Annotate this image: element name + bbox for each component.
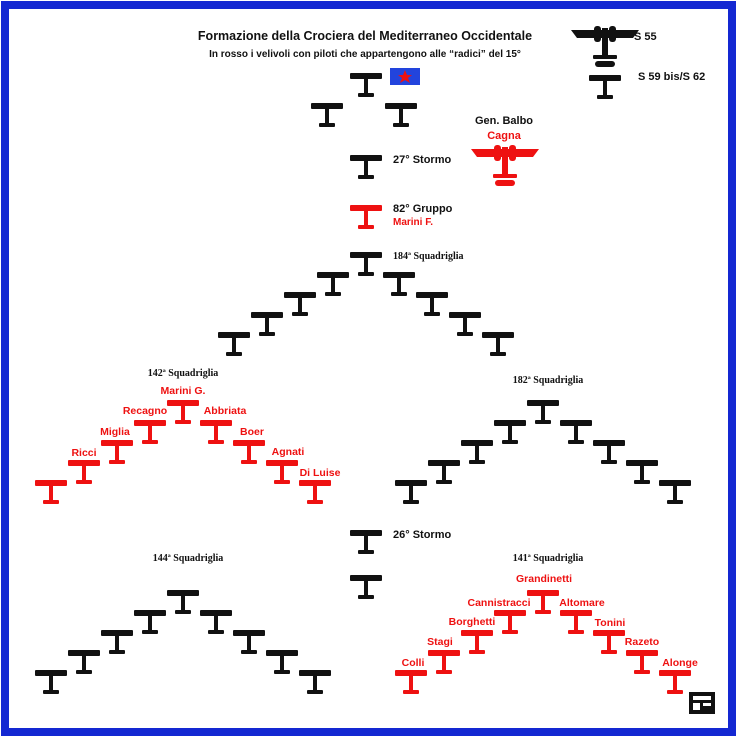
seaplane-icon xyxy=(218,332,250,356)
seaplane-icon xyxy=(350,530,382,554)
seaplane-icon xyxy=(299,480,331,504)
seaplane-icon xyxy=(449,312,481,336)
pilot-label: Borghetti xyxy=(449,616,496,628)
sq141-label: 141ª Squadriglia xyxy=(513,553,584,564)
gruppo-82-pilot: Marini F. xyxy=(393,217,433,228)
seaplane-icon xyxy=(626,460,658,484)
seaplane-icon xyxy=(350,575,382,599)
pilot-label: Colli xyxy=(402,657,425,669)
seaplane-icon xyxy=(35,480,67,504)
seaplane-icon xyxy=(35,670,67,694)
seaplane-icon xyxy=(200,610,232,634)
legend-s55-label: S 55 xyxy=(634,31,657,43)
commander-label: Gen. Balbo xyxy=(475,115,533,127)
pilot-label: Alonge xyxy=(662,657,698,669)
pilot-label: Agnati xyxy=(272,446,305,458)
seaplane-icon xyxy=(167,590,199,614)
seaplane-icon xyxy=(350,73,382,97)
seaplane-icon xyxy=(233,630,265,654)
seaplane-icon xyxy=(482,332,514,356)
seaplane-icon xyxy=(350,155,382,179)
seaplane-icon xyxy=(134,610,166,634)
seaplane-icon xyxy=(317,272,349,296)
legend-s59-label: S 59 bis/S 62 xyxy=(638,71,705,83)
logo-icon xyxy=(689,692,715,714)
pilot-label: Tonini xyxy=(595,617,626,629)
seaplane-icon xyxy=(101,630,133,654)
seaplane-icon xyxy=(134,420,166,444)
gruppo-82-label: 82° Gruppo xyxy=(393,203,453,215)
diagram-title: Formazione della Crociera del Mediterran… xyxy=(198,29,532,43)
diagram-subtitle: In rosso i velivoli con piloti che appar… xyxy=(209,49,521,60)
pilot-label: Grandinetti xyxy=(516,573,572,585)
pilot-label: Recagno xyxy=(123,405,167,417)
seaplane-icon xyxy=(350,252,382,276)
pilot-label: Razeto xyxy=(625,636,659,648)
pilot-label: Marini G. xyxy=(161,385,206,397)
seaplane-icon xyxy=(527,590,559,614)
seaplane-icon xyxy=(200,420,232,444)
seaplane-icon xyxy=(461,630,493,654)
seaplane-icon xyxy=(101,440,133,464)
seaplane-icon xyxy=(593,440,625,464)
sq182-formation xyxy=(395,400,691,504)
seaplane-icon xyxy=(68,460,100,484)
seaplane-icon xyxy=(560,610,592,634)
seaplane-icon xyxy=(395,480,427,504)
seaplane-icon xyxy=(299,670,331,694)
seaplane-icon xyxy=(266,460,298,484)
sq144-label: 144ª Squadriglia xyxy=(153,553,224,564)
seaplane-icon xyxy=(626,650,658,674)
seaplane-icon xyxy=(593,630,625,654)
balbo-s55-seaplane-icon xyxy=(471,145,539,186)
seaplane-icon xyxy=(350,205,382,229)
commander-pilot: Cagna xyxy=(487,130,522,142)
seaplane-icon xyxy=(461,440,493,464)
seaplane-icon xyxy=(527,400,559,424)
seaplane-icon xyxy=(416,292,448,316)
s55-seaplane-icon xyxy=(571,26,639,67)
s59-seaplane-icon xyxy=(589,75,621,99)
sq182-label: 182ª Squadriglia xyxy=(513,375,584,386)
seaplane-icon xyxy=(494,420,526,444)
seaplane-icon xyxy=(266,650,298,674)
seaplane-icon xyxy=(233,440,265,464)
pilot-label: Cannistracci xyxy=(467,597,530,609)
seaplane-icon xyxy=(251,312,283,336)
pilot-label: Di Luise xyxy=(300,467,341,479)
seaplane-icon xyxy=(428,650,460,674)
legend: S 55 S 59 bis/S 62 xyxy=(571,26,705,99)
flag-icon xyxy=(390,68,420,85)
sq184-label: 184ª Squadriglia xyxy=(393,251,464,262)
seaplane-icon xyxy=(167,400,199,424)
stormo-26-label: 26° Stormo xyxy=(393,529,451,541)
seaplane-icon xyxy=(395,670,427,694)
seaplane-icon xyxy=(560,420,592,444)
sq144-formation xyxy=(35,590,331,694)
seaplane-icon xyxy=(385,103,417,127)
pilot-label: Stagi xyxy=(427,636,453,648)
pilot-label: Boer xyxy=(240,426,264,438)
sq142-label: 142ª Squadriglia xyxy=(148,368,219,379)
pilot-label: Altomare xyxy=(559,597,605,609)
pilot-label: Miglia xyxy=(100,426,130,438)
seaplane-icon xyxy=(284,292,316,316)
pilot-label: Ricci xyxy=(71,447,96,459)
stormo-27-label: 27° Stormo xyxy=(393,154,451,166)
pilot-label: Abbriata xyxy=(204,405,247,417)
seaplane-icon xyxy=(428,460,460,484)
seaplane-icon xyxy=(68,650,100,674)
seaplane-icon xyxy=(659,670,691,694)
seaplane-icon xyxy=(383,272,415,296)
sq184-formation xyxy=(218,252,514,356)
seaplane-icon xyxy=(659,480,691,504)
seaplane-icon xyxy=(311,103,343,127)
seaplane-icon xyxy=(494,610,526,634)
